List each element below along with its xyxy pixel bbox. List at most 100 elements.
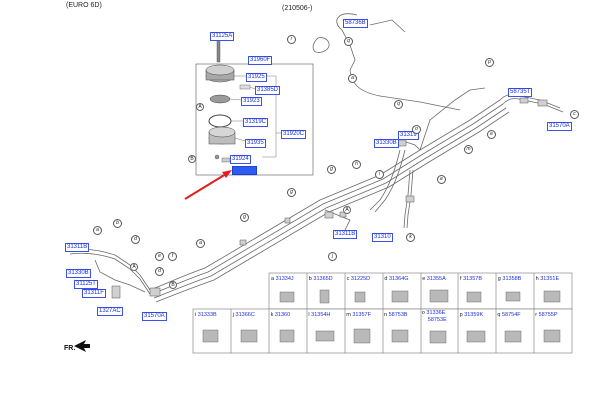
- parts-table-cell-label[interactable]: g 31358B: [498, 276, 522, 283]
- connector-letter-circle: A: [196, 103, 204, 111]
- parts-table-cell-letter: a: [271, 276, 276, 282]
- reference-letter-circle: e: [487, 130, 496, 139]
- parts-table-cell-code: 31357B: [463, 276, 483, 282]
- parts-table-cell-letter: n: [384, 312, 389, 318]
- parts-table-cell-label[interactable]: l 31354H: [308, 312, 330, 319]
- part-number-callout[interactable]: 31385D: [255, 86, 281, 95]
- parts-table-cell-label[interactable]: k 31360: [271, 312, 291, 319]
- reference-letter-circle: a: [196, 239, 205, 248]
- parts-table-cell-letter: h: [535, 276, 541, 282]
- reference-letter-circle: o: [412, 125, 421, 134]
- parts-table-cell-code: 58754F: [501, 312, 521, 318]
- parts-table-cell-code: 31360: [274, 312, 291, 318]
- reference-letter-circle: a: [93, 226, 102, 235]
- part-number-callout[interactable]: 31125A: [210, 32, 235, 41]
- parts-table-cell-label[interactable]: r 58755P: [535, 312, 557, 319]
- part-number-callout[interactable]: 31319C: [243, 118, 269, 127]
- parts-table-cell-label[interactable]: m 31357F: [346, 312, 371, 319]
- reference-letter-circle: i: [375, 170, 384, 179]
- part-number-callout[interactable]: 31311F: [82, 289, 106, 298]
- parts-table-cell-code: 31357F: [352, 312, 371, 318]
- part-number-callout[interactable]: 1327AC: [97, 307, 123, 316]
- reference-letter-circle: b: [113, 219, 122, 228]
- parts-table-cell-code: 31358B: [502, 276, 522, 282]
- parts-table-cell-letter: c: [346, 276, 351, 282]
- parts-table-cell-letter: b: [308, 276, 314, 282]
- part-number-callout[interactable]: 31319: [398, 131, 419, 140]
- parts-table-cell-label[interactable]: i 31333B: [195, 312, 217, 319]
- parts-table-cell-label[interactable]: b 31365D: [309, 276, 333, 283]
- reference-letter-circle: c: [570, 110, 579, 119]
- reference-letter-circle: q: [344, 37, 353, 46]
- parts-table-cell-label[interactable]: c 31225D: [347, 276, 371, 283]
- parts-table-cell-code: 31364G: [388, 276, 409, 282]
- parts-table-cell-code: 31225D: [350, 276, 371, 282]
- reference-letter-circle: a: [348, 74, 357, 83]
- parts-table-cell-label[interactable]: d 31364G: [384, 276, 408, 283]
- parts-table-cell-letter: p: [459, 312, 465, 318]
- parts-table-cell-code: 31336E: [426, 310, 446, 316]
- reference-letter-circle: g: [240, 213, 249, 222]
- parts-table-cell-letter: d: [384, 276, 389, 282]
- parts-table-cell-letter: o: [421, 310, 427, 316]
- fuel-pump-module: [205, 32, 281, 163]
- parts-table-cell-code: 58753E: [427, 317, 447, 323]
- part-number-callout[interactable]: 31924: [230, 155, 251, 164]
- reference-letter-circle: q: [394, 100, 403, 109]
- reference-letter-circle: k: [406, 233, 415, 242]
- parts-table-cell-letter: q: [497, 312, 502, 318]
- parts-table-cell-letter: l: [308, 312, 312, 318]
- parts-table-cell-code: 31359K: [464, 312, 484, 318]
- fuel-line-bundle: [69, 13, 564, 303]
- reference-letter-circle: j: [328, 252, 337, 261]
- parts-table-cell-code: 31354H: [311, 312, 331, 318]
- part-number-callout[interactable]: 31311B: [333, 230, 358, 239]
- part-number-callout[interactable]: 31923: [241, 97, 262, 106]
- parts-table-cell-label[interactable]: e 31355A: [422, 276, 446, 283]
- parts-table-cell-code: 31366C: [235, 312, 255, 318]
- parts-table-cell-code: 58753B: [388, 312, 408, 318]
- parts-table-cell-letter: m: [346, 312, 353, 318]
- reference-letter-circle: e: [437, 175, 446, 184]
- parts-table-cell-label[interactable]: p 31359K: [460, 312, 484, 319]
- parts-table-cell-letter: e: [422, 276, 427, 282]
- parts-table-cell-label[interactable]: n 58753B: [384, 312, 408, 319]
- parts-table-thumbnails: [202, 289, 561, 344]
- orientation-label: FR.: [64, 345, 76, 352]
- parts-table-grid: [192, 272, 573, 354]
- part-number-callout[interactable]: 31935: [245, 139, 266, 148]
- parts-table-cell-code: 31333B: [197, 312, 217, 318]
- parts-table-cell-label[interactable]: a 31334J: [271, 276, 294, 283]
- parts-table-cell-label[interactable]: j 31366C: [233, 312, 255, 319]
- parts-table-cell-label[interactable]: q 58754F: [497, 312, 520, 319]
- reference-letter-circle: f: [168, 252, 177, 261]
- fr-direction-icon: [74, 340, 90, 352]
- reference-letter-circle: g: [327, 165, 336, 174]
- connector-letter-circle: A: [130, 263, 138, 271]
- part-number-callout[interactable]: 58735T: [508, 88, 533, 97]
- part-number-callout[interactable]: 31310: [372, 233, 393, 242]
- part-number-callout[interactable]: 31931G: [232, 166, 258, 175]
- connector-letter-circle: B: [188, 155, 196, 163]
- part-number-callout[interactable]: 31570A: [142, 312, 167, 321]
- part-number-callout[interactable]: 31960F: [248, 56, 273, 65]
- connector-letter-circle: B: [169, 281, 177, 289]
- parts-table-cell-label[interactable]: f 31357B: [460, 276, 482, 283]
- parts-table-cell-letter: j: [232, 312, 236, 318]
- part-number-callout[interactable]: 31311B: [65, 243, 90, 252]
- variant-label: (EURO 6D): [66, 2, 102, 9]
- part-number-callout[interactable]: 31570A: [547, 122, 572, 131]
- part-number-callout[interactable]: 31920C: [281, 130, 307, 139]
- parts-table-cell-letter: g: [497, 276, 503, 282]
- parts-table-cell-label[interactable]: h 31351E: [536, 276, 560, 283]
- part-number-callout[interactable]: 31925: [246, 73, 267, 82]
- inset-date-label: (210506-): [282, 5, 313, 12]
- reference-letter-circle: p: [485, 58, 494, 67]
- reference-letter-circle: d: [131, 235, 140, 244]
- part-number-callout[interactable]: 31330B: [66, 269, 91, 278]
- part-number-callout[interactable]: 31330B: [374, 139, 399, 148]
- part-number-callout[interactable]: 31125T: [74, 280, 98, 289]
- part-number-callout[interactable]: 58736B: [343, 19, 368, 28]
